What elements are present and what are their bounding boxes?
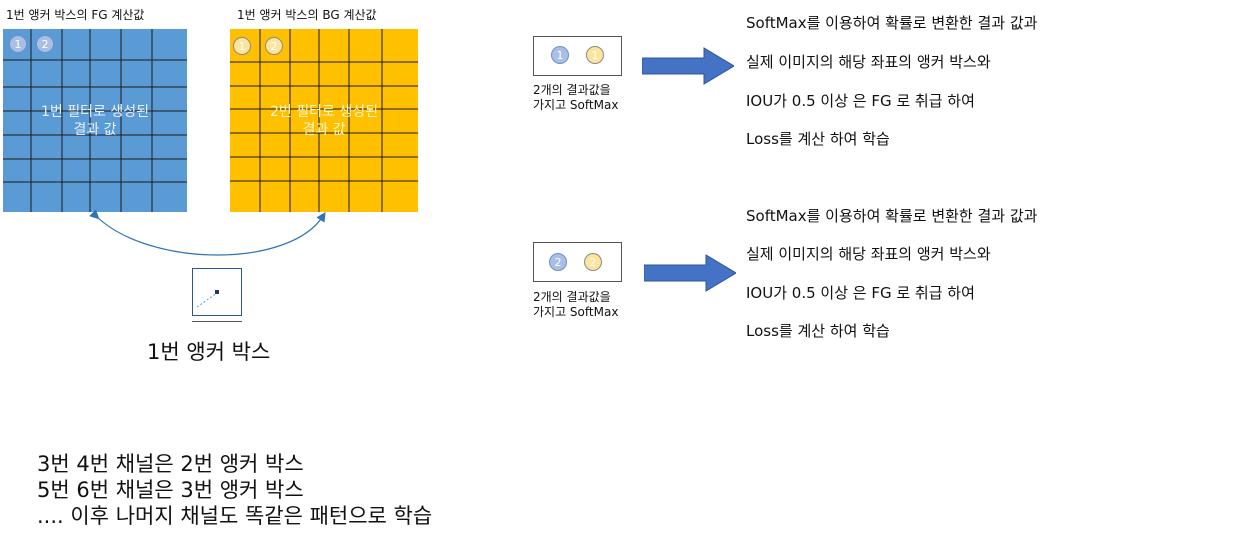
fg-grid-text: 1번 필터로 생성된 결과 값 (3, 103, 187, 139)
row2-desc-2: 실제 이미지의 해당 좌표의 앵커 박스와 (746, 245, 991, 263)
bg-grid: 2번 필터로 생성된 결과 값 1 2 (230, 29, 418, 212)
fg-grid-text-line2: 결과 값 (73, 122, 117, 138)
row1-desc-3: IOU가 0.5 이상 은 FG 로 취급 하여 (746, 92, 975, 110)
bg-badge-1: 1 (233, 37, 251, 55)
softmax-caption-2-line1: 2개의 결과값을 (533, 290, 611, 304)
bg-grid-text-line2: 결과 값 (302, 122, 346, 138)
bg-grid-caption: 1번 앵커 박스의 BG 계산값 (237, 8, 377, 22)
footer-line-3: .... 이후 나머지 채널도 똑같은 패턴으로 학습 (37, 504, 433, 528)
bg-grid-text-line1: 2번 필터로 생성된 (270, 104, 378, 120)
row2-desc-3: IOU가 0.5 이상 은 FG 로 취급 하여 (746, 284, 975, 302)
fg-grid-caption: 1번 앵커 박스의 FG 계산값 (6, 8, 145, 22)
fg-grid-lines (3, 29, 187, 212)
row1-desc-2: 실제 이미지의 해당 좌표의 앵커 박스와 (746, 53, 991, 71)
bg-badge-2: 2 (265, 37, 283, 55)
anchor-label: 1번 앵커 박스 (147, 340, 271, 364)
pair1-fg-badge: 1 (551, 46, 569, 64)
fg-grid-text-line1: 1번 필터로 생성된 (41, 104, 149, 120)
row1-desc-4: Loss를 계산 하여 학습 (746, 130, 890, 148)
curve-arrow (89, 209, 326, 256)
pair2-fg-badge: 2 (549, 253, 567, 271)
arrow-right-icon-2 (644, 254, 736, 292)
pair2-bg-badge: 2 (584, 253, 602, 271)
softmax-caption-2: 2개의 결과값을 가지고 SoftMax (533, 290, 618, 320)
anchor-box (192, 268, 242, 316)
footer-line-1: 3번 4번 채널은 2번 앵커 박스 (37, 452, 304, 476)
row2-desc-1: SoftMax를 이용하여 확률로 변환한 결과 값과 (746, 207, 1038, 225)
softmax-pair-box-2: 2 2 (533, 242, 622, 282)
pair1-bg-badge: 1 (586, 46, 604, 64)
bg-grid-text: 2번 필터로 생성된 결과 값 (230, 103, 418, 139)
softmax-caption-2-line2: 가지고 SoftMax (533, 305, 619, 319)
bg-grid-lines (230, 29, 418, 212)
softmax-caption-1-line2: 가지고 SoftMax (533, 98, 619, 112)
fg-badge-1: 1 (9, 35, 27, 53)
anchor-box-underline (192, 321, 242, 322)
softmax-caption-1-line1: 2개의 결과값을 (533, 83, 611, 97)
footer-line-2: 5번 6번 채널은 3번 앵커 박스 (37, 478, 304, 502)
softmax-caption-1: 2개의 결과값을 가지고 SoftMax (533, 83, 618, 113)
anchor-box-marker (196, 290, 219, 308)
row2-desc-4: Loss를 계산 하여 학습 (746, 322, 890, 340)
arrow-right-icon-1 (642, 47, 734, 85)
fg-grid: 1번 필터로 생성된 결과 값 1 2 (3, 29, 187, 212)
fg-badge-2: 2 (36, 35, 54, 53)
softmax-pair-box-1: 1 1 (533, 36, 622, 76)
row1-desc-1: SoftMax를 이용하여 확률로 변환한 결과 값과 (746, 14, 1038, 32)
